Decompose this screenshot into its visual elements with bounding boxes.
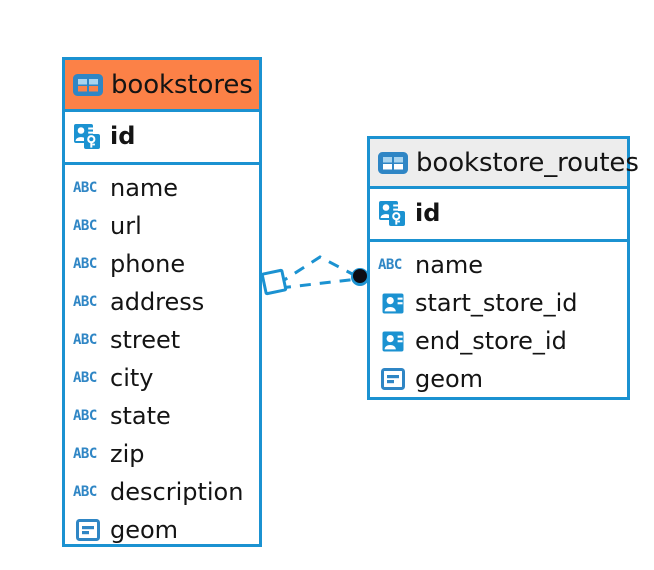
- field-row-start-store-id[interactable]: start_store_id: [378, 284, 619, 322]
- field-label: start_store_id: [415, 289, 578, 317]
- field-row-end-store-id[interactable]: end_store_id: [378, 322, 619, 360]
- primary-key-icon: [378, 199, 408, 227]
- field-row-url[interactable]: ABC url: [73, 207, 251, 245]
- field-row-geom[interactable]: geom: [378, 360, 619, 398]
- field-label: id: [110, 122, 136, 150]
- field-row-phone[interactable]: ABC phone: [73, 245, 251, 283]
- table-icon: [73, 73, 103, 97]
- field-label: street: [110, 326, 181, 354]
- field-label: phone: [110, 250, 186, 278]
- field-label: city: [110, 364, 154, 392]
- field-label: name: [415, 251, 484, 279]
- field-label: geom: [415, 365, 484, 393]
- abc-text-icon: ABC: [73, 180, 97, 196]
- abc-text-icon: ABC: [73, 446, 97, 462]
- field-row-address[interactable]: ABC address: [73, 283, 251, 321]
- relationship-line-upper: [277, 255, 359, 286]
- field-row-name[interactable]: ABC name: [73, 169, 251, 207]
- geometry-icon: [378, 368, 408, 390]
- field-row-pk[interactable]: id: [378, 194, 619, 232]
- entity-header-bookstore-routes[interactable]: bookstore_routes: [370, 139, 639, 189]
- field-label: id: [415, 199, 441, 227]
- foreign-key-icon: [378, 330, 408, 353]
- entity-bookstore-routes[interactable]: bookstore_routes: [367, 136, 639, 400]
- field-label: name: [110, 174, 179, 202]
- abc-text-icon: ABC: [73, 256, 97, 272]
- abc-text-icon: ABC: [73, 332, 97, 348]
- relationship-line-lower: [279, 277, 359, 290]
- abc-text-icon: ABC: [73, 484, 97, 500]
- abc-text-icon: ABC: [73, 294, 97, 310]
- entity-title: bookstores: [111, 69, 253, 100]
- field-row-zip[interactable]: ABC zip: [73, 435, 251, 473]
- table-icon: [378, 151, 408, 175]
- field-row-name[interactable]: ABC name: [378, 246, 619, 284]
- field-section-bookstore-routes: ABC name start_store_id: [370, 242, 627, 406]
- abc-text-icon: ABC: [378, 257, 402, 273]
- primary-key-section-bookstore-routes: id: [370, 189, 627, 242]
- field-row-geom[interactable]: geom: [73, 511, 251, 549]
- abc-text-icon: ABC: [73, 218, 97, 234]
- field-row-pk[interactable]: id: [73, 117, 251, 155]
- abc-text-icon: ABC: [73, 408, 97, 424]
- field-label: state: [110, 402, 171, 430]
- field-label: end_store_id: [415, 327, 567, 355]
- abc-text-icon: ABC: [73, 370, 97, 386]
- field-row-description[interactable]: ABC description: [73, 473, 251, 511]
- primary-key-icon: [73, 122, 103, 150]
- field-label: url: [110, 212, 142, 240]
- field-row-city[interactable]: ABC city: [73, 359, 251, 397]
- foreign-key-icon: [378, 292, 408, 315]
- field-label: description: [110, 478, 244, 506]
- field-label: zip: [110, 440, 145, 468]
- field-section-bookstores: ABC name ABC url ABC phone ABC address A…: [65, 165, 259, 557]
- entity-title: bookstore_routes: [416, 147, 639, 178]
- field-row-street[interactable]: ABC street: [73, 321, 251, 359]
- field-label: geom: [110, 516, 179, 544]
- field-label: address: [110, 288, 205, 316]
- entity-bookstores[interactable]: bookstores id: [62, 57, 262, 547]
- entity-header-bookstores[interactable]: bookstores: [65, 60, 259, 112]
- field-row-state[interactable]: ABC state: [73, 397, 251, 435]
- primary-key-section-bookstores: id: [65, 112, 259, 165]
- geometry-icon: [73, 519, 103, 541]
- diamond-marker: [260, 268, 288, 296]
